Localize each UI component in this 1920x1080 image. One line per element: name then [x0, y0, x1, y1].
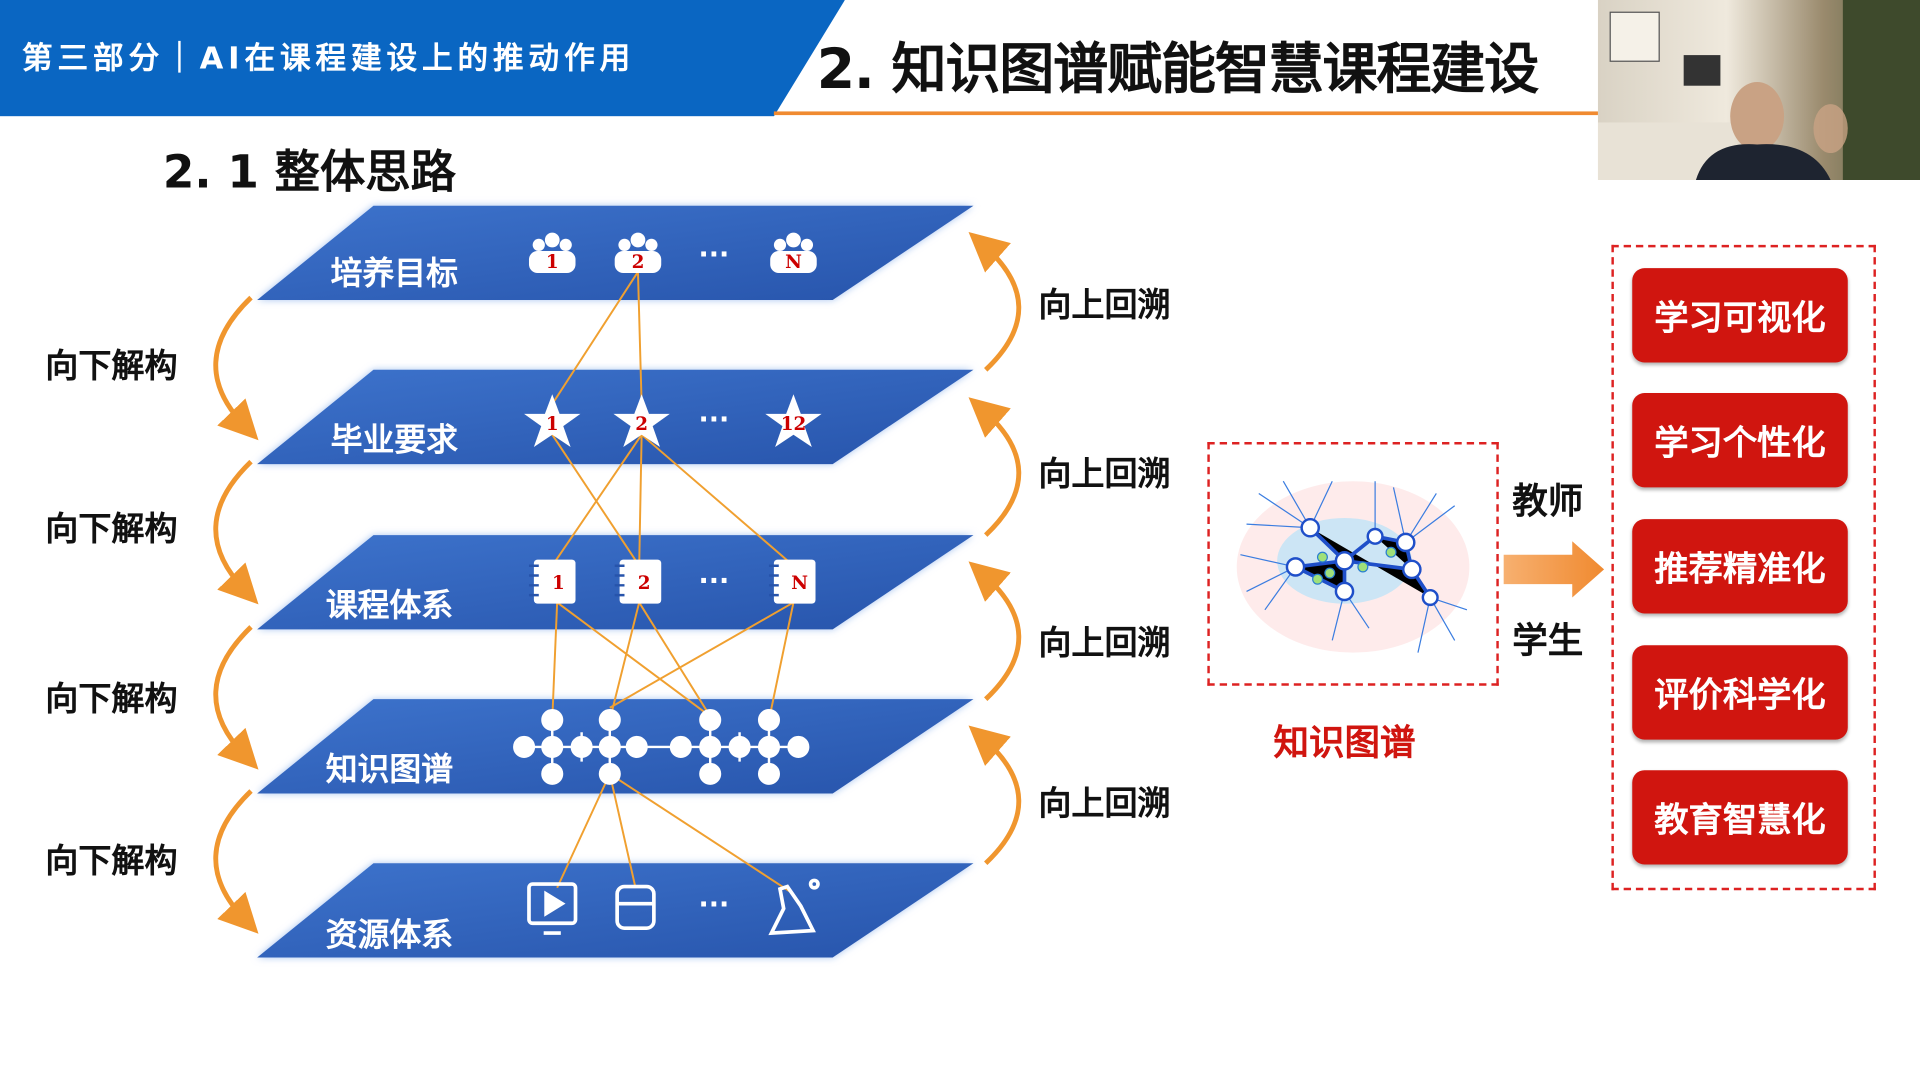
- people-group-icon: [528, 232, 576, 274]
- goal-icon-label: N: [785, 252, 802, 273]
- star-icon: [765, 394, 822, 447]
- section-subtitle: 2. 1 整体思路: [162, 145, 456, 199]
- knowledge-graph-network-image: [1236, 480, 1470, 653]
- outcome-precise-recommendation: 推荐精准化: [1632, 519, 1848, 614]
- people-group-icon: [770, 232, 817, 274]
- up-label: 向上回溯: [1038, 286, 1171, 325]
- ellipsis: ···: [699, 566, 730, 597]
- book-icon: [533, 559, 576, 604]
- outcome-learning-personalization: 学习个性化: [1632, 393, 1848, 488]
- up-label: 向上回溯: [1038, 784, 1171, 823]
- book-icon: [619, 559, 662, 604]
- knowledge-graph-caption: 知识图谱: [1273, 721, 1416, 763]
- layer-label-resources: 资源体系: [325, 917, 454, 954]
- down-arrows: [213, 295, 259, 934]
- student-label: 学生: [1512, 619, 1584, 662]
- down-label: 向下解构: [45, 842, 178, 881]
- outcome-scientific-evaluation: 评价科学化: [1632, 645, 1848, 740]
- node-network-icon: [513, 708, 810, 785]
- right-arrow-icon: [1503, 541, 1605, 598]
- document-stack-icon: [615, 884, 656, 931]
- down-label: 向下解构: [45, 347, 178, 386]
- plane-courses: [257, 535, 974, 630]
- star-icon: [613, 394, 670, 447]
- star-icons: [524, 394, 822, 447]
- knowledge-graph-image-box: [1207, 442, 1499, 686]
- requirement-icon-label: 2: [635, 414, 648, 435]
- teacher-label: 教师: [1512, 480, 1584, 522]
- layer-planes: [257, 205, 974, 958]
- plane-goals: [257, 205, 974, 301]
- course-icon-label: N: [791, 573, 808, 594]
- layer-label-knowledge-graph: 知识图谱: [325, 751, 454, 789]
- requirement-icon-label: 1: [546, 414, 559, 435]
- ellipsis: ···: [699, 889, 730, 920]
- lab-flask-icon: [768, 878, 820, 936]
- presenter-video-frame: [1597, 0, 1920, 181]
- course-icon-label: 1: [552, 573, 565, 594]
- goal-icon-label: 2: [632, 252, 645, 273]
- video-player-icon: [527, 882, 578, 935]
- outcome-smart-education: 教育智慧化: [1632, 770, 1848, 865]
- up-label: 向上回溯: [1038, 455, 1171, 494]
- up-label: 向上回溯: [1038, 624, 1171, 663]
- layer-label-goals: 培养目标: [330, 255, 458, 293]
- section-title: 第三部分｜AI在课程建设上的推动作用: [22, 40, 636, 76]
- connection-lines: [551, 271, 795, 895]
- ellipsis: ···: [699, 239, 730, 270]
- outcome-learning-visualization: 学习可视化: [1632, 268, 1848, 363]
- slide-title: 2. 知识图谱赋能智慧课程建设: [816, 36, 1540, 102]
- course-icon-label: 2: [638, 573, 651, 594]
- down-label: 向下解构: [45, 510, 178, 549]
- goal-icon-label: 1: [546, 252, 559, 273]
- webcam-video: [1597, 0, 1920, 181]
- title-underline: [773, 111, 1598, 116]
- down-label: 向下解构: [45, 680, 178, 719]
- plane-requirements: [257, 369, 974, 465]
- layer-label-requirements: 毕业要求: [330, 422, 458, 460]
- outcomes-box: [1611, 244, 1876, 891]
- ellipsis: ···: [699, 405, 730, 436]
- book-icons: [533, 559, 816, 604]
- layer-label-courses: 课程体系: [325, 587, 454, 625]
- people-group-icon: [614, 232, 662, 274]
- section-banner: [0, 0, 845, 117]
- star-icon: [524, 394, 581, 447]
- up-arrows: [968, 231, 1022, 866]
- book-icon: [773, 559, 816, 604]
- requirement-icon-label: 12: [781, 414, 807, 435]
